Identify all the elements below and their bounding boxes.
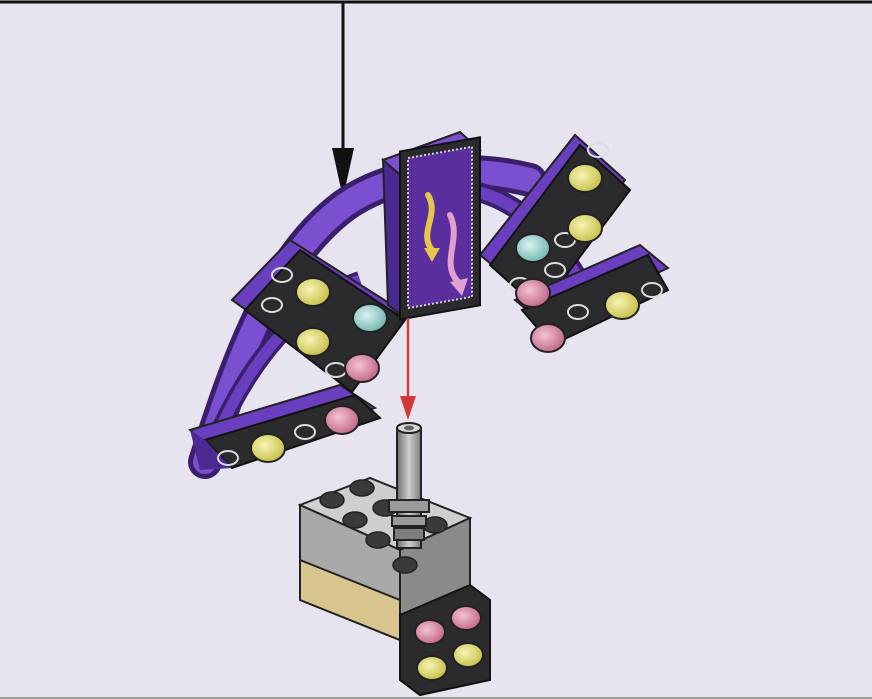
red-down-arrow-icon xyxy=(400,318,416,420)
down-arrow-icon xyxy=(332,2,354,198)
printed-tile xyxy=(383,132,480,319)
gray-pole xyxy=(389,423,429,548)
